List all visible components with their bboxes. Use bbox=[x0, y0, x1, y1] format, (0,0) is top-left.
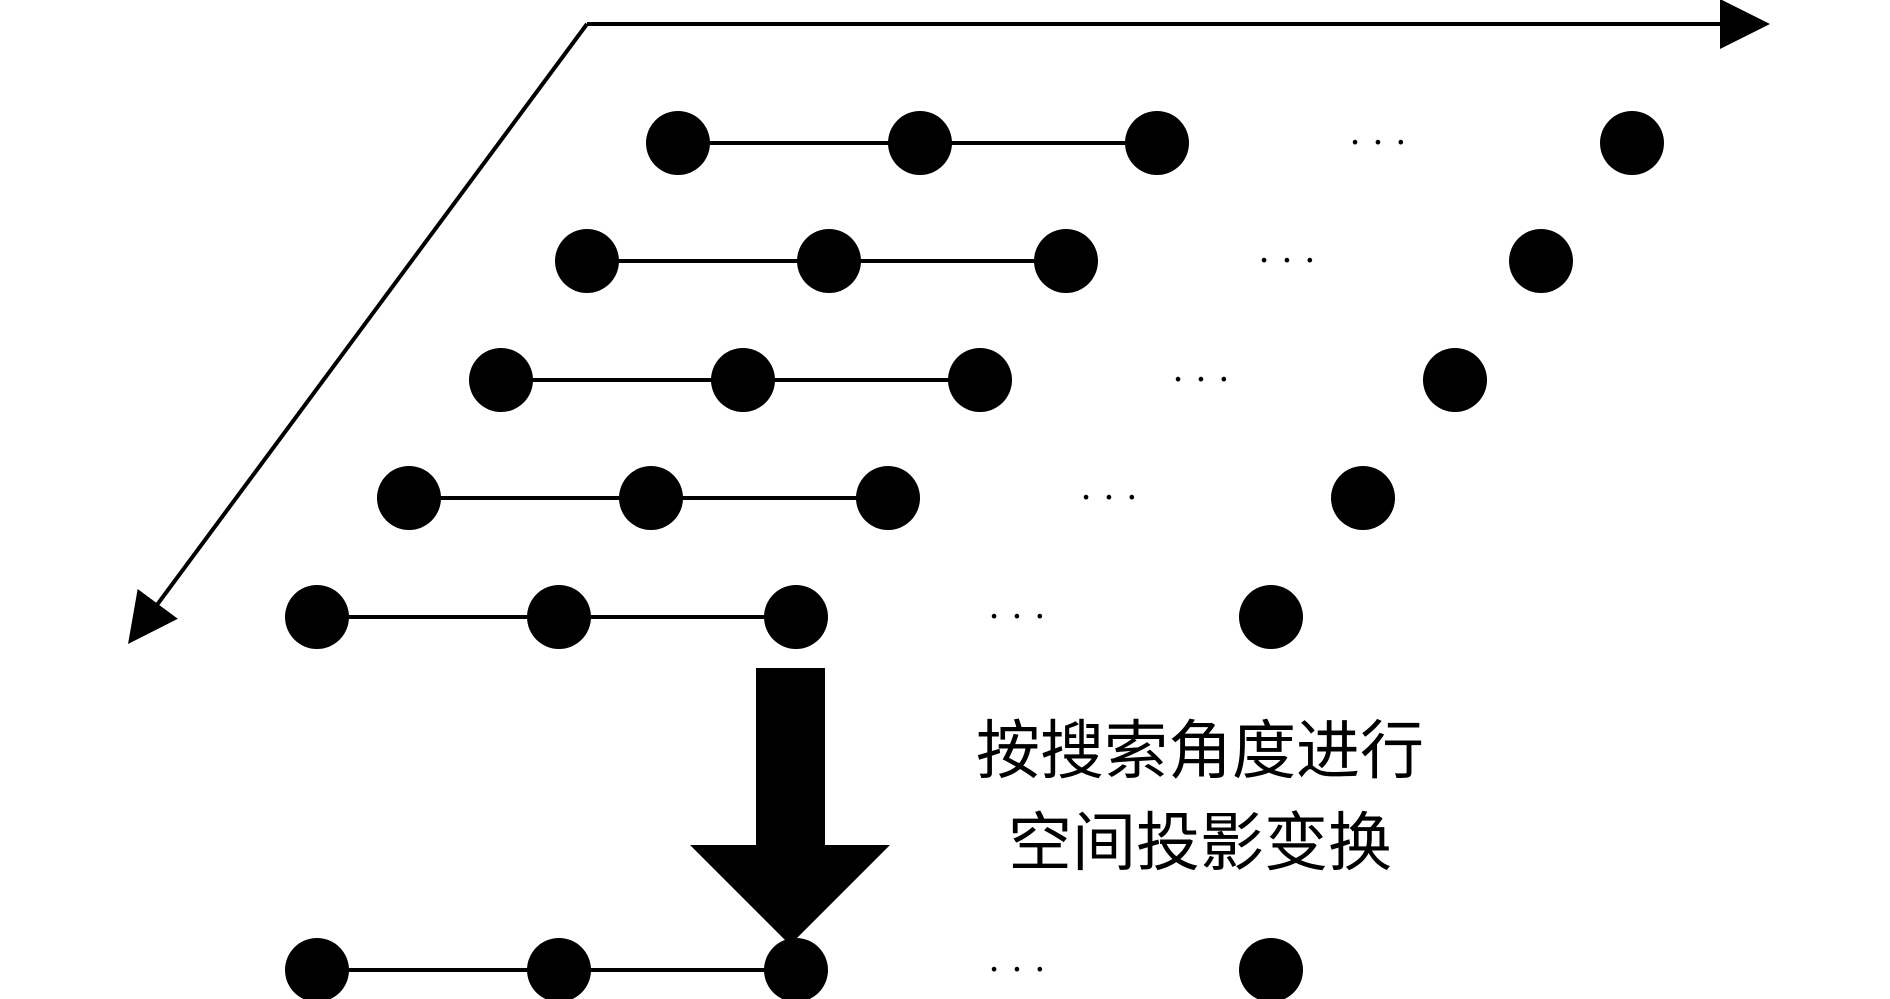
projection-caption: 按搜索角度进行 空间投影变换 bbox=[960, 706, 1440, 890]
sample-point bbox=[527, 585, 591, 649]
sample-point bbox=[1509, 229, 1573, 293]
sample-point bbox=[711, 348, 775, 412]
ellipsis-mark: · · · bbox=[1080, 478, 1137, 519]
row-2: · · · bbox=[555, 229, 1573, 293]
axes bbox=[128, 0, 1770, 645]
caption-line-2: 空间投影变换 bbox=[1008, 807, 1392, 881]
row-3: · · · bbox=[469, 348, 1487, 412]
row-4: · · · bbox=[377, 466, 1395, 530]
sample-grid: · · · · · · · · · · · · · · · bbox=[285, 111, 1664, 649]
sample-point bbox=[285, 585, 349, 649]
row-5: · · · bbox=[285, 585, 1303, 649]
sample-point bbox=[1331, 466, 1395, 530]
projected-row: · · · bbox=[285, 938, 1303, 999]
ellipsis-mark: · · · bbox=[1258, 241, 1315, 282]
ellipsis-mark: · · · bbox=[1349, 123, 1406, 164]
sample-point bbox=[764, 585, 828, 649]
ellipsis-mark: · · · bbox=[1172, 360, 1229, 401]
sample-point bbox=[856, 466, 920, 530]
sample-point bbox=[1034, 229, 1098, 293]
projection-arrow bbox=[690, 668, 890, 945]
sample-point bbox=[469, 348, 533, 412]
sample-point bbox=[619, 466, 683, 530]
sample-point bbox=[555, 229, 619, 293]
sample-point bbox=[285, 938, 349, 999]
projected-row-points: · · · bbox=[285, 938, 1303, 999]
sample-point bbox=[1239, 938, 1303, 999]
sample-point bbox=[646, 111, 710, 175]
ellipsis-mark: · · · bbox=[988, 597, 1045, 638]
y-axis-line bbox=[128, 22, 589, 645]
caption-line-1: 按搜索角度进行 bbox=[976, 715, 1424, 789]
sample-point bbox=[888, 111, 952, 175]
sample-point bbox=[1125, 111, 1189, 175]
sample-point bbox=[1423, 348, 1487, 412]
ellipsis-mark: · · · bbox=[988, 950, 1045, 991]
sample-point bbox=[527, 938, 591, 999]
row-1: · · · bbox=[646, 111, 1664, 175]
sample-point bbox=[1239, 585, 1303, 649]
sample-point bbox=[948, 348, 1012, 412]
sample-point bbox=[1600, 111, 1664, 175]
sample-point bbox=[764, 938, 828, 999]
sample-point bbox=[377, 466, 441, 530]
sample-point bbox=[797, 229, 861, 293]
